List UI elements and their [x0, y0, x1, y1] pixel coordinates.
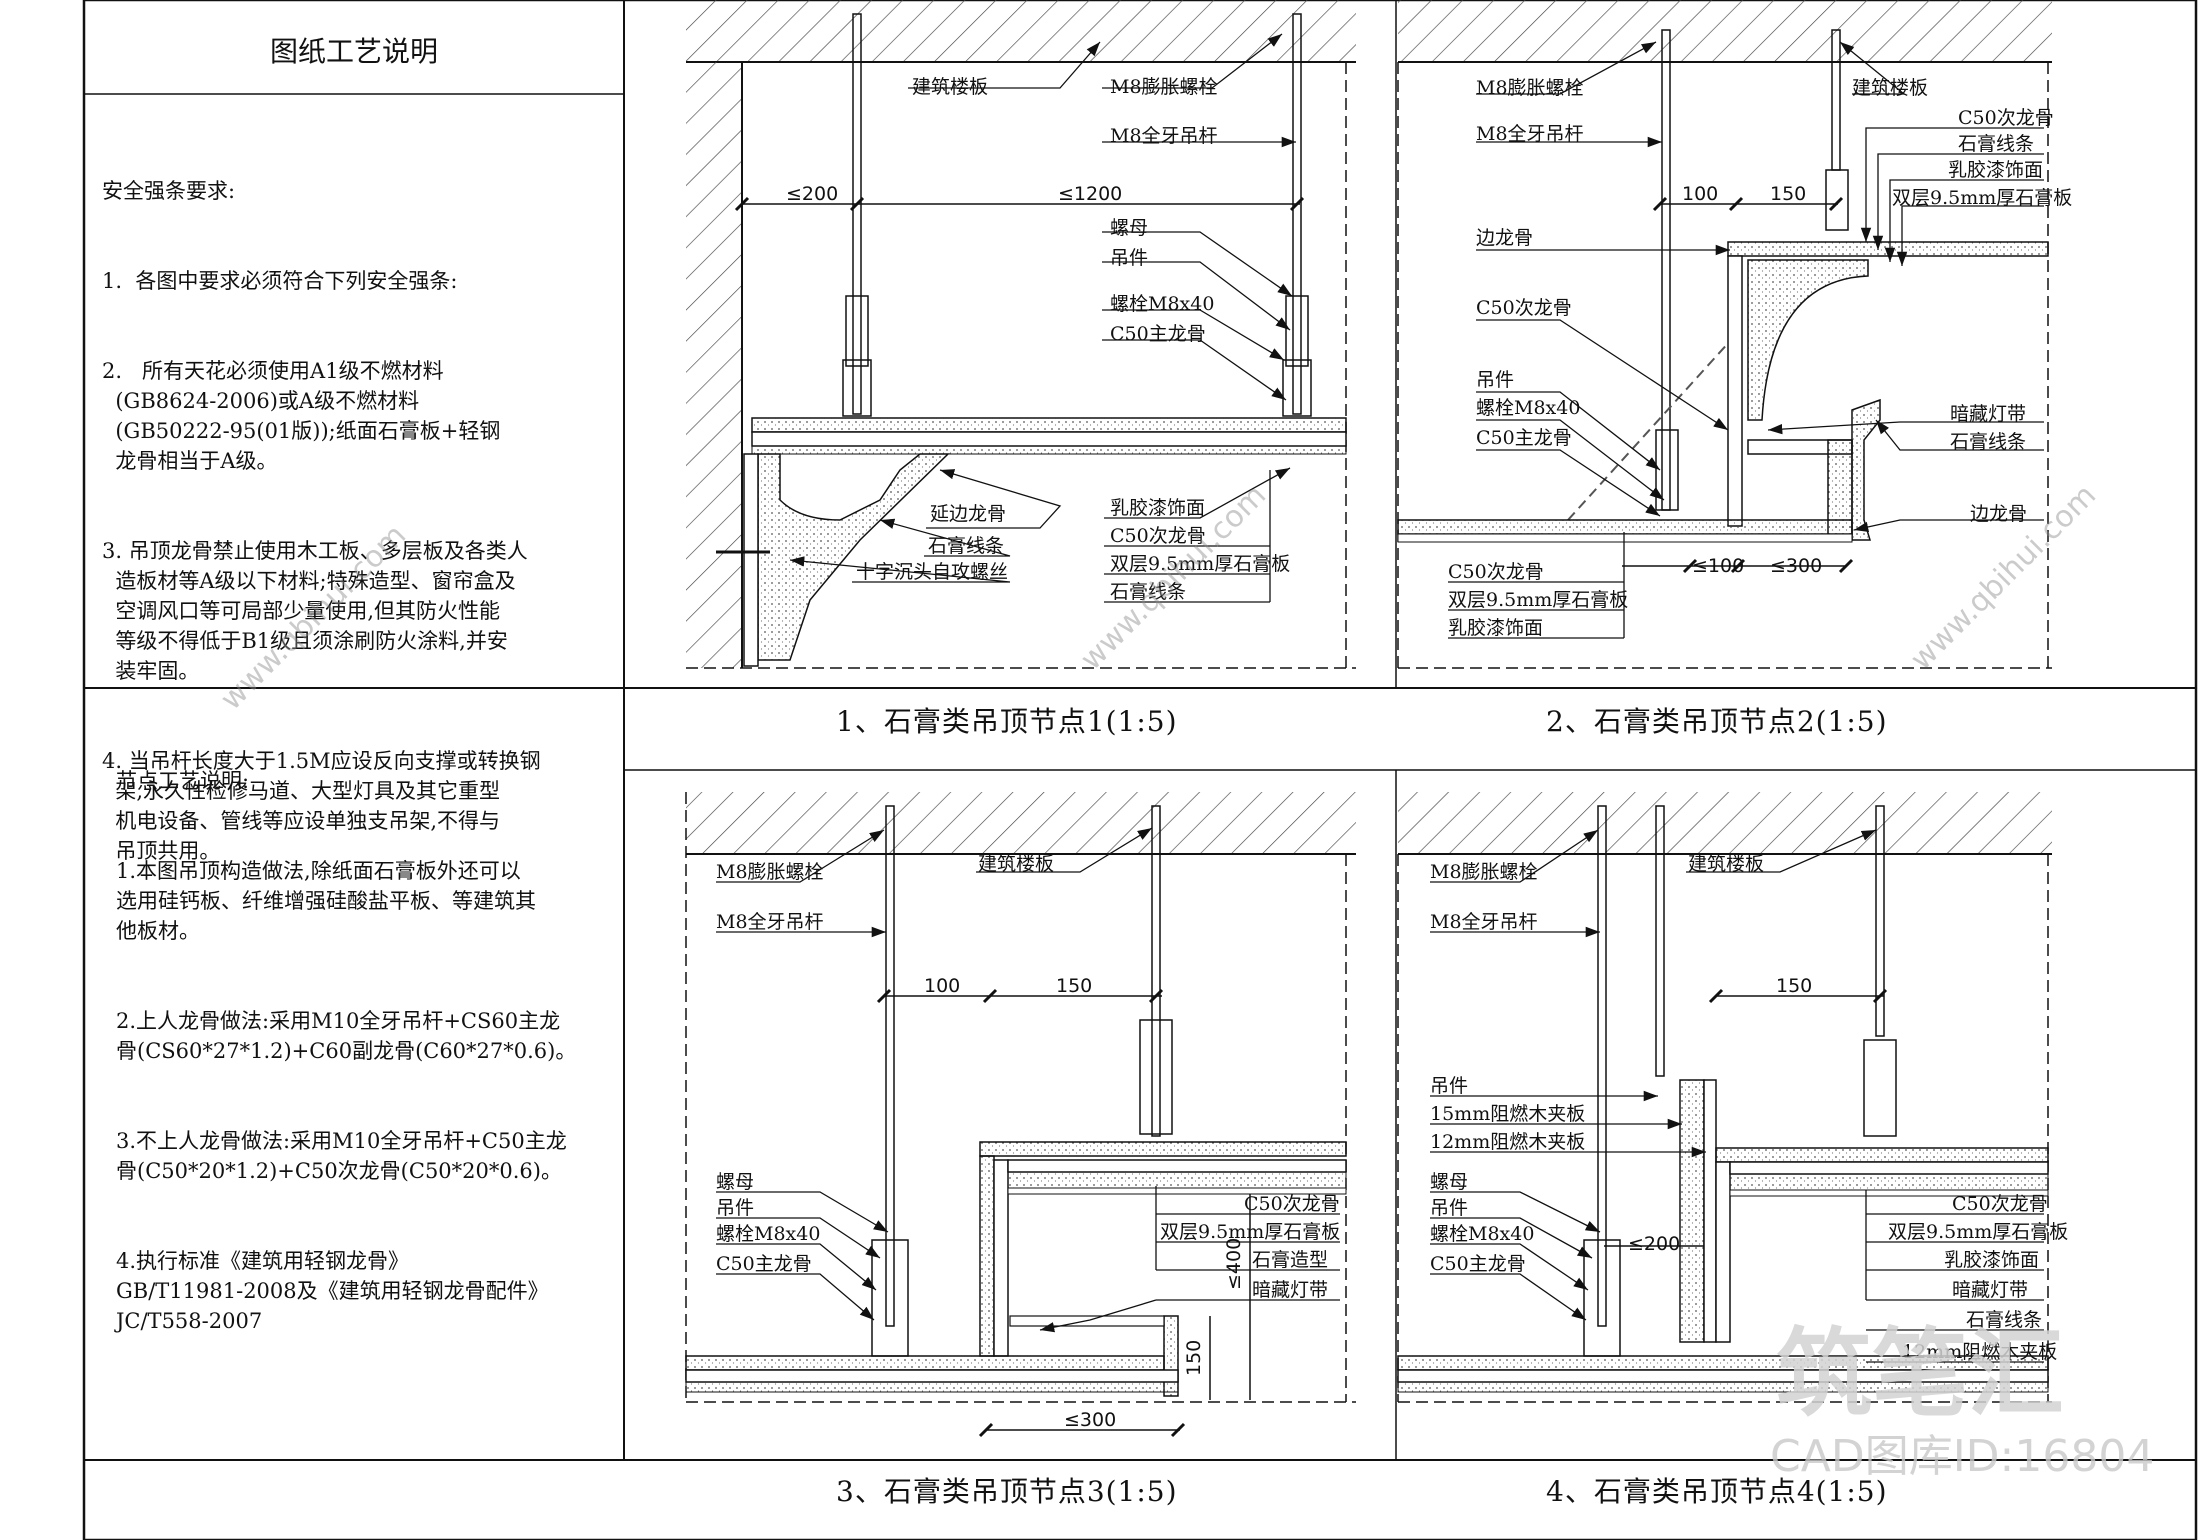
n4-dim-1: ≤200: [1628, 1233, 1680, 1255]
n3-dim-1: 150: [1056, 975, 1092, 997]
safety-item-3: 3. 吊顶龙骨禁止使用木工板、多层板及各类人 造板材等A级以下材料;特殊造型、窗…: [102, 539, 528, 683]
n1-label-3: 螺母: [1110, 217, 1148, 239]
n1-label-7: 延边龙骨: [930, 503, 1006, 525]
caption-node4: 4、石膏类吊顶节点4(1:5): [1546, 1475, 1888, 1508]
n4-label-13: 暗藏灯带: [1952, 1279, 2028, 1301]
n2-label-7: 边龙骨: [1476, 227, 1533, 249]
n3-label-4: 吊件: [716, 1197, 754, 1219]
node2-drawing: M8膨胀螺栓 建筑楼板 M8全牙吊杆 C50次龙骨 石膏线条 乳胶漆饰面 双层9…: [1397, 0, 2072, 669]
n3-label-5: 螺栓M8x40: [716, 1223, 820, 1245]
n4-label-2: M8全牙吊杆: [1430, 911, 1538, 933]
n2-label-10: 螺栓M8x40: [1476, 397, 1580, 419]
safety-notes: 安全强条要求: 1. 各图中要求必须符合下列安全强条: 2. 所有天花必须使用A…: [102, 116, 614, 896]
node-item-4: 4.执行标准《建筑用轻钢龙骨》 GB/T11981-2008及《建筑用轻钢龙骨配…: [116, 1249, 549, 1333]
node4-drawing: M8膨胀螺栓 建筑楼板 M8全牙吊杆 吊件 15mm阻燃木夹板 12mm阻燃木夹…: [1397, 792, 2068, 1403]
safety-heading: 安全强条要求:: [102, 179, 236, 203]
n2-label-12: 暗藏灯带: [1950, 403, 2026, 425]
n3-dim-3: 150: [1183, 1340, 1205, 1376]
n3-label-2: M8全牙吊杆: [716, 911, 824, 933]
safety-item-1: 1. 各图中要求必须符合下列安全强条:: [102, 269, 458, 293]
n1-label-4: 吊件: [1110, 247, 1148, 269]
n4-label-6: 螺母: [1430, 1171, 1468, 1193]
node-heading: 节点工艺说明:: [116, 769, 250, 793]
n2-label-11: C50主龙骨: [1476, 427, 1572, 449]
n1-label-5: 螺栓M8x40: [1110, 293, 1214, 315]
n3-dim-2: ≤400: [1223, 1238, 1245, 1290]
node1-drawing: 建筑楼板 M8膨胀螺栓 M8全牙吊杆 螺母 吊件 螺栓M8x40 C50主龙骨 …: [686, 0, 1356, 669]
n4-label-14: 石膏线条: [1966, 1308, 2042, 1331]
n2-label-13: 石膏线条: [1950, 430, 2026, 453]
n2-label-15: C50次龙骨: [1448, 561, 1544, 583]
n4-label-5: 12mm阻燃木夹板: [1430, 1131, 1585, 1153]
n2-dim-2: ≤100: [1692, 555, 1744, 577]
n1-label-0: 建筑楼板: [912, 76, 988, 98]
node-item-3: 3.不上人龙骨做法:采用M10全牙吊杆+C50主龙 骨(C50*20*1.2)+…: [116, 1129, 567, 1183]
node-item-1: 1.本图吊顶构造做法,除纸面石膏板外还可以 选用硅钙板、纤维增强硅酸盐平板、等建…: [116, 859, 536, 943]
caption-node1: 1、石膏类吊顶节点1(1:5): [836, 705, 1178, 738]
n4-label-0: M8膨胀螺栓: [1430, 861, 1538, 883]
n3-label-8: 双层9.5mm厚石膏板: [1160, 1220, 1340, 1243]
n3-label-9: 石膏造型: [1252, 1248, 1328, 1271]
n1-label-10: 乳胶漆饰面: [1110, 497, 1205, 519]
n3-label-6: C50主龙骨: [716, 1253, 812, 1275]
n3-dim-0: 100: [924, 975, 960, 997]
n2-dim-1: 150: [1770, 183, 1806, 205]
n2-label-16: 双层9.5mm厚石膏板: [1448, 588, 1628, 611]
n3-label-10: 暗藏灯带: [1252, 1279, 1328, 1301]
n2-label-0: M8膨胀螺栓: [1476, 77, 1584, 99]
n4-label-1: 建筑楼板: [1688, 853, 1764, 875]
n2-label-8: C50次龙骨: [1476, 297, 1572, 319]
n2-label-1: 建筑楼板: [1852, 77, 1928, 99]
n4-label-11: 双层9.5mm厚石膏板: [1888, 1220, 2068, 1243]
n3-label-7: C50次龙骨: [1244, 1193, 1340, 1215]
n1-label-9: 十字沉头自攻螺丝: [856, 561, 1008, 583]
n3-label-1: 建筑楼板: [978, 853, 1054, 875]
notes-title: 图纸工艺说明: [270, 35, 439, 68]
n2-label-6: 双层9.5mm厚石膏板: [1892, 186, 2072, 209]
watermark-brand: 筑笔汇: [1776, 1318, 2064, 1430]
safety-item-4: 4. 当吊杆长度大于1.5M应设反向支撑或转换钢 架,永久性检修马道、大型灯具及…: [102, 749, 541, 863]
n4-label-7: 吊件: [1430, 1197, 1468, 1219]
n4-label-10: C50次龙骨: [1952, 1193, 2048, 1215]
n3-label-3: 螺母: [716, 1171, 754, 1193]
n1-label-8: 石膏线条: [928, 534, 1004, 557]
n2-label-9: 吊件: [1476, 369, 1514, 391]
n2-label-2: M8全牙吊杆: [1476, 123, 1584, 145]
n1-label-1: M8膨胀螺栓: [1110, 76, 1218, 98]
n4-label-3: 吊件: [1430, 1075, 1468, 1097]
n2-label-5: 乳胶漆饰面: [1948, 159, 2043, 181]
n4-label-9: C50主龙骨: [1430, 1253, 1526, 1275]
n4-label-12: 乳胶漆饰面: [1944, 1249, 2039, 1271]
n4-label-8: 螺栓M8x40: [1430, 1223, 1534, 1245]
n2-dim-3: ≤300: [1770, 555, 1822, 577]
n1-label-2: M8全牙吊杆: [1110, 125, 1218, 147]
node-item-2: 2.上人龙骨做法:采用M10全牙吊杆+CS60主龙 骨(CS60*27*1.2)…: [116, 1009, 577, 1063]
n1-label-11: C50次龙骨: [1110, 525, 1206, 547]
watermark-id: CAD图库ID:16804: [1770, 1431, 2155, 1482]
node-notes: 节点工艺说明: 1.本图吊顶构造做法,除纸面石膏板外还可以 选用硅钙板、纤维增强…: [116, 706, 616, 1366]
n4-dim-0: 150: [1776, 975, 1812, 997]
safety-item-2: 2. 所有天花必须使用A1级不燃材料 (GB8624-2006)或A级不燃材料 …: [102, 359, 501, 473]
n2-dim-0: 100: [1682, 183, 1718, 205]
n3-label-0: M8膨胀螺栓: [716, 861, 824, 883]
n2-label-4: 石膏线条: [1958, 132, 2034, 155]
n1-label-6: C50主龙骨: [1110, 323, 1206, 345]
n1-label-12: 双层9.5mm厚石膏板: [1110, 552, 1290, 575]
n2-label-3: C50次龙骨: [1958, 107, 2054, 129]
n1-dim-0: ≤200: [786, 183, 838, 205]
n1-label-13: 石膏线条: [1110, 580, 1186, 603]
caption-node3: 3、石膏类吊顶节点3(1:5): [836, 1475, 1178, 1508]
n2-label-14: 边龙骨: [1970, 503, 2027, 525]
n3-dim-4: ≤300: [1064, 1409, 1116, 1431]
n2-label-17: 乳胶漆饰面: [1448, 617, 1543, 639]
n1-dim-1: ≤1200: [1058, 183, 1122, 205]
n4-label-15: 12mm阻燃木夹板: [1902, 1341, 2057, 1363]
n4-label-4: 15mm阻燃木夹板: [1430, 1103, 1585, 1125]
caption-node2: 2、石膏类吊顶节点2(1:5): [1546, 705, 1888, 738]
node3-drawing: M8膨胀螺栓 建筑楼板 M8全牙吊杆 螺母 吊件 螺栓M8x40 C50主龙骨 …: [685, 792, 1356, 1438]
